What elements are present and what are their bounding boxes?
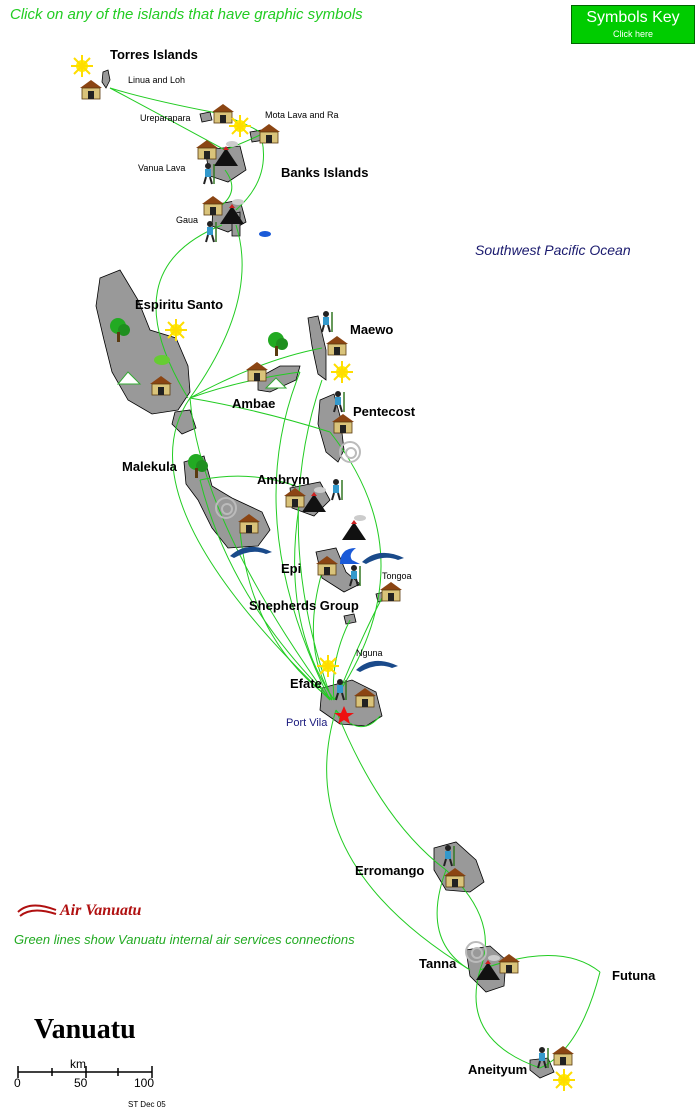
hut-icon [245,361,269,382]
hiker-icon [321,310,333,333]
label-vanua-lava[interactable]: Vanua Lava [138,163,186,173]
hut-icon [325,335,349,356]
island-torres [101,69,111,89]
label-banks: Banks Islands [281,165,369,180]
label-port-vila[interactable]: Port Vila [286,717,328,729]
sun-icon [228,114,252,138]
label-tongoa[interactable]: Tongoa [382,571,412,581]
hut-icon [79,79,103,100]
airline-logo-text: Air Vanuatu [60,902,142,919]
label-santo[interactable]: Espiritu Santo [135,297,224,312]
island-santo [95,269,191,415]
label-tanna[interactable]: Tanna [419,956,457,971]
red-star-icon [334,706,354,724]
label-efate[interactable]: Efate [290,676,322,691]
dolphin-icon [356,660,398,672]
label-malekula[interactable]: Malekula [122,459,177,474]
scale-bar [17,1066,153,1078]
air-vanuatu-logo-mark [17,904,57,917]
island-malo [171,409,197,435]
credit-text: ST Dec 05 [128,1100,166,1109]
hiker-icon [331,478,343,501]
sun-icon [552,1068,576,1092]
scale-tick-50: 50 [74,1076,88,1090]
label-ambae[interactable]: Ambae [232,396,276,411]
scale-tick-100: 100 [134,1076,155,1090]
instruction-text: Click on any of the islands that have gr… [10,6,363,23]
lake-icon [259,231,271,237]
island-shepherds [343,613,357,625]
hut-icon [379,581,403,602]
symbols-key-subtitle: Click here [612,29,653,39]
label-shepherds[interactable]: Shepherds Group [249,598,359,613]
sun-icon [316,654,340,678]
hiker-icon [333,390,345,413]
volcano-icon [342,515,366,540]
label-nguna[interactable]: Nguna [356,648,383,658]
label-mota-lava[interactable]: Mota Lava and Ra [265,110,339,120]
label-torres[interactable]: Torres Islands [110,47,198,62]
country-title: Vanuatu [34,1014,136,1045]
legend-note: Green lines show Vanuatu internal air se… [14,932,355,947]
label-erromango[interactable]: Erromango [355,863,425,878]
sun-icon [330,360,354,384]
symbols-key-button[interactable]: Symbols Key Click here [571,5,695,44]
label-futuna[interactable]: Futuna [612,968,656,983]
hut-icon [551,1045,575,1066]
label-gaua[interactable]: Gaua [176,215,199,225]
tree-icon [268,332,288,356]
hut-icon [201,195,225,216]
hut-icon [211,103,235,124]
wave-icon [340,548,360,564]
label-aneityum[interactable]: Aneityum [468,1062,528,1077]
mountain-icon [264,377,288,389]
sun-icon [70,54,94,78]
label-maewo[interactable]: Maewo [350,322,394,337]
turtle-icon [154,355,170,365]
symbols-key-title: Symbols Key [586,9,680,26]
scale-unit: km [70,1057,86,1071]
label-epi[interactable]: Epi [281,561,302,576]
island-ureparapara [199,111,213,123]
mountain-icon [116,371,142,385]
dolphin-icon [362,552,404,564]
sun-icon [164,318,188,342]
ocean-label: Southwest Pacific Ocean [475,242,631,258]
island-maewo [307,315,327,381]
map-symbols [70,54,576,1092]
label-ureparapara[interactable]: Ureparapara [140,113,191,123]
label-linua[interactable]: Linua and Loh [128,75,186,85]
scale-tick-0: 0 [14,1076,21,1090]
label-pentecost[interactable]: Pentecost [353,404,416,419]
hut-icon [195,139,219,160]
hut-icon [257,123,281,144]
label-ambrym[interactable]: Ambrym [257,472,310,487]
